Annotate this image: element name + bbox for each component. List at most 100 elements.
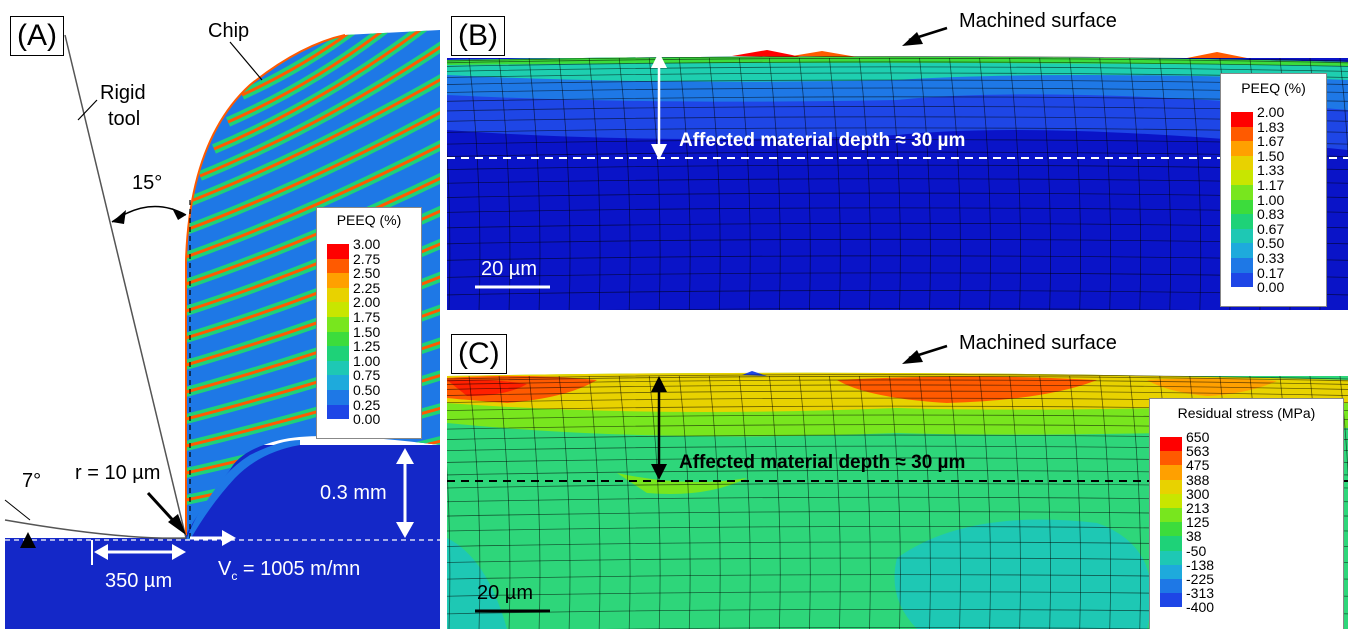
mesh-line <box>447 151 1348 157</box>
mesh-line <box>447 106 1348 112</box>
legend-row: 0.00 <box>317 412 421 433</box>
mesh-line <box>1189 57 1202 310</box>
legend-value: 0.67 <box>1257 220 1285 237</box>
legend-row: 3.00 <box>317 237 421 259</box>
mesh-line <box>678 375 691 629</box>
mesh-line <box>447 61 1348 67</box>
mesh-line <box>1069 375 1081 629</box>
legend-value: 1.00 <box>1257 191 1285 208</box>
legend-value: 1.67 <box>1257 133 1285 150</box>
legend-row: 0.50 <box>1221 236 1326 258</box>
chip-label: Chip <box>208 20 250 42</box>
legend-row: -225 <box>1150 572 1343 594</box>
mesh-line <box>979 57 991 310</box>
mesh-line <box>447 384 1348 390</box>
legend-value: 650 <box>1186 429 1210 445</box>
panel-a: (A) Chip Rigid tool 15° 7° r = 10 µm 0.3… <box>0 0 440 629</box>
mesh-line <box>447 178 1348 184</box>
mesh-line <box>738 375 751 629</box>
mesh-line <box>447 272 1348 278</box>
mesh-line <box>447 146 451 310</box>
mesh-line <box>859 375 871 629</box>
legend-value: 1.25 <box>353 338 381 355</box>
mesh-line <box>1009 57 1021 310</box>
legend-value: -313 <box>1186 585 1215 602</box>
mesh-line <box>498 375 511 629</box>
mesh-line <box>447 66 1348 72</box>
legend-value: 213 <box>1186 500 1210 516</box>
legend-row: 2.00 <box>317 295 421 317</box>
legend-value: 388 <box>1186 471 1210 488</box>
mesh-line <box>447 87 1348 93</box>
mesh-line <box>447 57 1348 64</box>
legend-value: 1.50 <box>353 323 381 340</box>
mesh-line <box>528 375 541 629</box>
chip-band-core <box>186 108 440 232</box>
legend-swatch <box>1231 214 1253 229</box>
speed-subscript: c <box>231 569 238 583</box>
legend-row: -313 <box>1150 586 1343 608</box>
legend-row: -138 <box>1150 558 1343 579</box>
mesh-line <box>949 57 961 310</box>
legend-swatch <box>1160 479 1182 494</box>
legend-value: 0.75 <box>353 367 381 384</box>
mesh-line <box>768 375 781 629</box>
legend-value: 1.83 <box>1257 118 1285 135</box>
mesh-line <box>738 57 751 310</box>
legend-swatch <box>1160 550 1182 565</box>
panel-c-surface-label: Machined surface <box>959 332 1117 354</box>
legend-value: 1.00 <box>353 352 381 369</box>
chip-band-core <box>241 30 440 97</box>
legend-swatch <box>1160 536 1182 551</box>
mesh-line <box>447 127 1348 133</box>
legend-value: 125 <box>1186 514 1210 531</box>
legend-row: 1.50 <box>317 325 421 347</box>
legend-swatch <box>327 258 349 274</box>
legend-swatch <box>1231 155 1253 171</box>
legend-value: 2.50 <box>353 265 381 282</box>
legend-row: 1.00 <box>317 354 421 376</box>
legend-swatch <box>1160 493 1182 508</box>
mesh-line <box>558 375 571 629</box>
mesh-line <box>588 375 601 629</box>
legend-swatch <box>1231 126 1253 142</box>
legend-value: 0.33 <box>1257 250 1285 266</box>
mesh-line <box>1339 57 1348 161</box>
mesh-line <box>768 57 781 310</box>
mesh-line <box>468 375 481 629</box>
legend-row: 1.17 <box>1221 178 1326 200</box>
legend-row: 1.83 <box>1221 120 1326 142</box>
mesh-line <box>1039 375 1051 629</box>
mesh-line <box>889 57 901 310</box>
legend-value: 38 <box>1186 528 1202 545</box>
legend-swatch <box>1160 593 1182 608</box>
mesh-line <box>447 379 1348 385</box>
legend-row: 2.50 <box>317 266 421 288</box>
legend-swatch <box>1231 185 1253 200</box>
legend-swatch <box>327 287 349 303</box>
legend-value: 0.50 <box>353 382 381 398</box>
mesh-line <box>829 57 841 310</box>
legend-swatch <box>1160 451 1182 466</box>
legend-row: 475 <box>1150 458 1343 480</box>
mesh-line <box>447 207 1348 213</box>
mesh-line <box>1039 57 1051 310</box>
legend-value: 0.00 <box>353 411 381 428</box>
mesh-line <box>604 308 1190 310</box>
panel-a-tag: (A) <box>10 16 64 56</box>
panel-b-figure <box>447 26 1348 310</box>
mesh-line <box>447 96 1348 102</box>
legend-row: 1.33 <box>1221 163 1326 185</box>
legend-value: -400 <box>1186 599 1215 616</box>
clearance-angle-label: 7° <box>22 470 42 492</box>
mesh-line <box>447 464 451 629</box>
legend-row: 213 <box>1150 501 1343 523</box>
mesh-line <box>1099 375 1112 629</box>
mesh-line <box>799 57 811 310</box>
mesh-line <box>447 238 1348 245</box>
legend-row: 563 <box>1150 444 1343 466</box>
legend-swatch <box>1160 465 1182 480</box>
mesh-line <box>447 79 1348 85</box>
panel-b: (B) Machined surface Affected material d… <box>447 0 1348 310</box>
